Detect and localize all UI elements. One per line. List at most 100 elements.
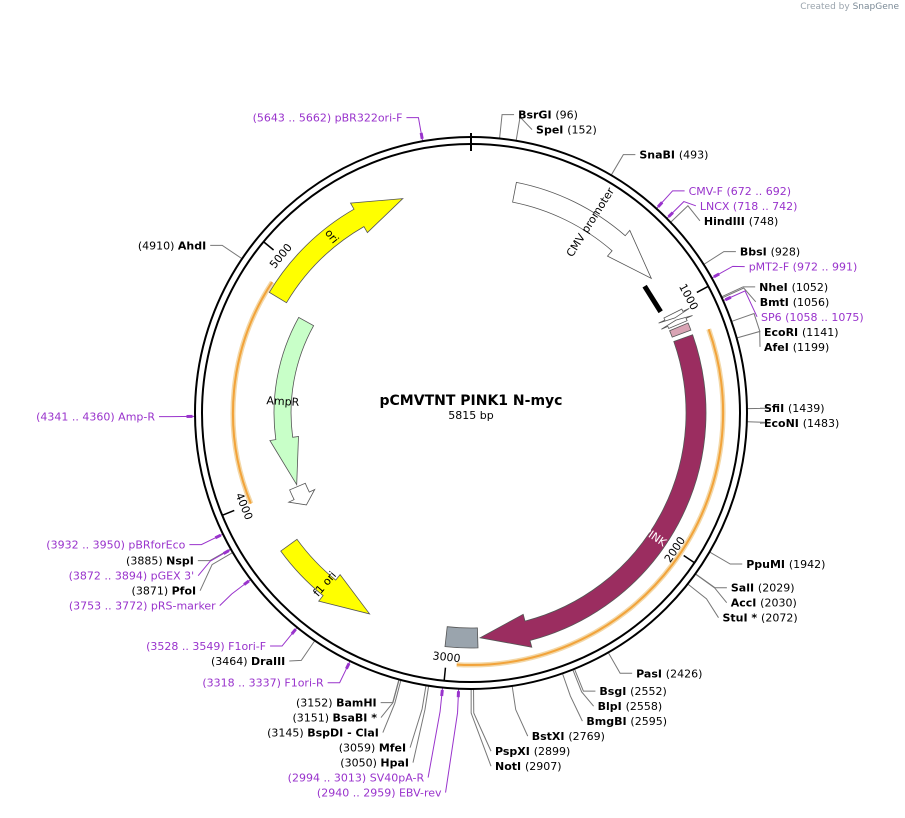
site-label-econi: EcoNI (1483) [764, 417, 839, 430]
feature-f1-ori [280, 538, 371, 615]
orf-arc [456, 328, 724, 667]
site-label-hindiii: HindIII (748) [704, 215, 778, 228]
leader-line [703, 251, 736, 265]
site-label-bstxi: BstXI (2769) [532, 730, 605, 743]
site-label-nhei: NheI (1052) [759, 281, 828, 294]
site-label-draiii: (3464) DraIII [211, 655, 285, 668]
site-label-stui: StuI * (2072) [723, 612, 798, 625]
leader-line [572, 669, 595, 707]
leader-line [473, 689, 492, 752]
feature-ampr [269, 316, 315, 487]
credit-prefix: Created by [800, 2, 850, 12]
feature-myc [669, 322, 692, 338]
primer-mark [419, 132, 424, 140]
feature-cmv-promoter [512, 181, 653, 280]
site-label-blpi: BlpI (2558) [598, 700, 663, 713]
feature-label-ampr: AmpR [266, 394, 300, 409]
primer-label: pMT2-F (972 .. 991) [749, 261, 858, 274]
feature-pink1 [478, 334, 707, 648]
leader-line [210, 244, 242, 259]
orf-arcs [230, 280, 726, 668]
leader-line [695, 573, 728, 604]
primer-label: (3753 .. 3772) pRS-marker [69, 600, 216, 613]
site-label-afei: AfeI (1199) [764, 341, 829, 354]
leader-line [412, 686, 430, 763]
scale-tick [263, 241, 275, 251]
leader-line [747, 421, 771, 424]
leader-line [499, 114, 515, 139]
primer-label: (5643 .. 5662) pBR322ori-F [253, 112, 403, 125]
leader-line [406, 117, 424, 141]
plasmid-name: pCMVTNT PINK1 N-myc [380, 393, 563, 409]
leader-line [722, 287, 757, 303]
primer-mark [243, 579, 250, 586]
scale-tick [683, 554, 695, 564]
primer-label: CMV-F (672 .. 692) [689, 185, 791, 198]
orf-arc [232, 281, 274, 504]
site-label-ecori: EcoRI (1141) [764, 326, 839, 339]
orf-glow [230, 280, 275, 505]
snapgene-logo: SnapGene [852, 2, 899, 12]
site-label-bsabi: (3151) BsaBI * [292, 712, 377, 725]
scale-tick-label: 1000 [676, 282, 701, 313]
leader-line [380, 679, 400, 718]
site-label-pspxi: PspXI (2899) [495, 745, 570, 758]
site-labels: BsrGI (96)SpeI (152)SnaBI (493)CMV-F (67… [36, 109, 864, 800]
feature-t7-promoter [658, 308, 690, 324]
leader-line [409, 685, 427, 748]
site-label-pasi: PasI (2426) [636, 667, 702, 680]
site-label-noti: NotI (2907) [495, 760, 562, 773]
label-leader-lines [159, 114, 771, 793]
leader-line [736, 330, 761, 347]
leader-line [289, 640, 315, 662]
site-label-nspi: (3885) NspI [126, 555, 194, 568]
primer-label: (3318 .. 3337) F1ori-R [202, 677, 324, 690]
leader-line [515, 115, 533, 141]
leader-line [511, 686, 529, 737]
site-label-ahdi: (4910) AhdI [138, 239, 206, 252]
leader-line [709, 551, 743, 565]
site-label-sali: SalI (2029) [731, 582, 795, 595]
leader-line [327, 661, 351, 684]
leader-line [574, 669, 596, 692]
feature-sv40-poly-a-signal [444, 626, 479, 649]
primer-label: (3872 .. 3894) pGEX 3' [69, 570, 195, 583]
primer-label: (2994 .. 3013) SV40pA-R [288, 772, 425, 785]
primer-mark [214, 533, 222, 540]
feature-sp6-promoter [661, 315, 693, 330]
feature-chimeric-intron [642, 284, 663, 314]
site-label-pfoi: (3871) PfoI [132, 585, 197, 598]
site-label-snabi: SnaBI (493) [639, 149, 708, 162]
primer-mark [222, 549, 230, 555]
snapgene-credit: Created by SnapGene [800, 2, 899, 12]
scale-tick-label: 4000 [233, 491, 256, 522]
primer-label: SP6 (1058 .. 1075) [761, 311, 864, 324]
leader-line [670, 205, 701, 223]
site-label-bmti: BmtI (1056) [760, 296, 830, 309]
primer-mark [345, 662, 351, 670]
feature-ampr-promoter [287, 482, 316, 506]
site-label-mfei: (3059) MfeI [339, 742, 406, 755]
leader-line [470, 689, 492, 767]
scale-tick-label: 3000 [432, 649, 461, 665]
leader-line [562, 673, 583, 722]
primer-label: (3528 .. 3549) F1ori-F [146, 640, 266, 653]
leader-line [382, 680, 402, 733]
center-title-group: pCMVTNT PINK1 N-myc 5815 bp [380, 393, 563, 422]
primer-label: (3932 .. 3950) pBRforEco [46, 539, 185, 552]
primer-label: (2940 .. 2959) EBV-rev [317, 787, 442, 800]
site-label-bsgi: BsgI (2552) [599, 685, 666, 698]
leader-line [731, 312, 761, 332]
leader-line [427, 687, 444, 778]
primer-mark [440, 689, 444, 697]
leader-line [610, 154, 636, 176]
primer-mark [290, 628, 297, 635]
scale-tick [221, 509, 235, 517]
primer-label: (4341 .. 4360) Amp-R [36, 411, 155, 424]
leader-line [721, 286, 756, 298]
scale-tick [443, 667, 447, 681]
site-label-bamhi: (3152) BamHI [296, 697, 377, 710]
plasmid-size: 5815 bp [448, 409, 493, 422]
scale-tick [696, 285, 709, 294]
site-label-hpai: (3050) HpaI [340, 757, 409, 770]
